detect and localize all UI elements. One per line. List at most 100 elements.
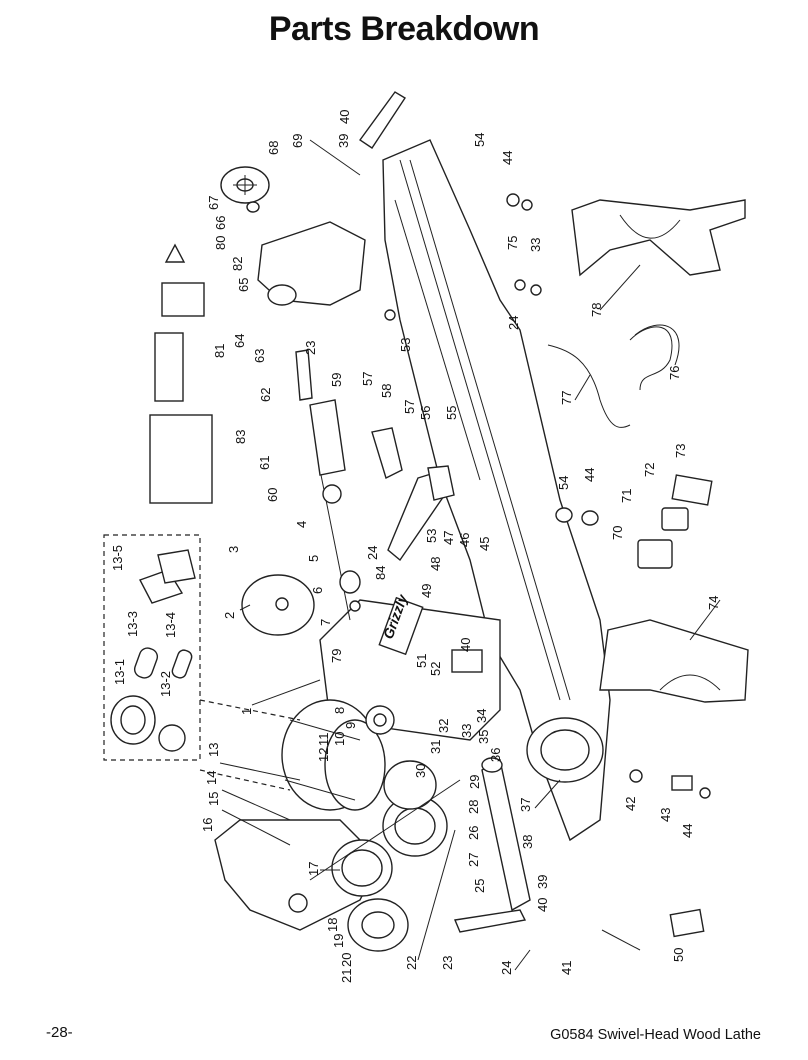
callout-15: 15 bbox=[206, 792, 221, 806]
headstock: Grizzly bbox=[319, 591, 501, 741]
callout-7: 7 bbox=[318, 619, 333, 626]
callout-48: 48 bbox=[428, 557, 443, 571]
callout-55: 55 bbox=[444, 406, 459, 420]
spindle bbox=[319, 469, 361, 621]
callout-76: 76 bbox=[667, 366, 682, 380]
callout-32: 32 bbox=[436, 719, 451, 733]
callout-70: 70 bbox=[610, 526, 625, 540]
callout-61: 61 bbox=[257, 456, 272, 470]
callout-2: 2 bbox=[222, 612, 237, 619]
mounting-bar bbox=[359, 91, 406, 149]
callout-81: 81 bbox=[212, 344, 227, 358]
callout-24: 24 bbox=[499, 961, 514, 975]
callout-5: 5 bbox=[306, 555, 321, 562]
callout-19: 19 bbox=[331, 934, 346, 948]
callout-74: 74 bbox=[706, 596, 721, 610]
callout-21: 21 bbox=[339, 969, 354, 983]
belt-guard bbox=[257, 221, 366, 306]
callout-49: 49 bbox=[419, 584, 434, 598]
warning-labels bbox=[149, 243, 213, 504]
callout-83: 83 bbox=[233, 430, 248, 444]
callout-36: 36 bbox=[488, 748, 503, 762]
motor-mount-plate bbox=[214, 819, 381, 931]
callout-34: 34 bbox=[474, 709, 489, 723]
callout-23: 23 bbox=[440, 956, 455, 970]
callout-20: 20 bbox=[339, 953, 354, 967]
callout-27: 27 bbox=[466, 853, 481, 867]
callout-22: 22 bbox=[404, 956, 419, 970]
callout-40-mid: 40 bbox=[458, 638, 473, 652]
callout-69: 69 bbox=[290, 134, 305, 148]
callout-42: 42 bbox=[623, 797, 638, 811]
callout-84: 84 bbox=[373, 566, 388, 580]
callout-43: 43 bbox=[658, 808, 673, 822]
page-title: Parts Breakdown bbox=[268, 10, 540, 48]
callout-8: 8 bbox=[332, 707, 347, 714]
callout-62: 62 bbox=[258, 388, 273, 402]
manual-model-title: G0584 Swivel-Head Wood Lathe bbox=[550, 1027, 761, 1043]
callout-13-2: 13-2 bbox=[158, 671, 173, 697]
callout-31: 31 bbox=[428, 740, 443, 754]
callout-39: 39 bbox=[535, 875, 550, 889]
callout-33-top: 33 bbox=[528, 238, 543, 252]
callout-33: 33 bbox=[459, 724, 474, 738]
callout-58: 58 bbox=[379, 384, 394, 398]
callout-46: 46 bbox=[457, 533, 472, 547]
callout-59: 59 bbox=[329, 373, 344, 387]
callout-78: 78 bbox=[589, 303, 604, 317]
callout-73: 73 bbox=[673, 444, 688, 458]
callout-57-b: 57 bbox=[402, 400, 417, 414]
lathe-bed bbox=[382, 139, 611, 842]
callout-65: 65 bbox=[236, 278, 251, 292]
callout-38: 38 bbox=[520, 835, 535, 849]
callout-10: 10 bbox=[332, 732, 347, 746]
callout-44-mid: 44 bbox=[582, 468, 597, 482]
callout-75: 75 bbox=[505, 236, 520, 250]
callout-77: 77 bbox=[559, 391, 574, 405]
page-number: -28- bbox=[46, 1024, 73, 1041]
callout-66: 66 bbox=[213, 216, 228, 230]
callout-53-top: 53 bbox=[398, 338, 413, 352]
callout-40-top: 40 bbox=[337, 110, 352, 124]
callout-47: 47 bbox=[441, 531, 456, 545]
callout-72: 72 bbox=[642, 463, 657, 477]
callout-4: 4 bbox=[294, 521, 309, 528]
tailstock bbox=[417, 757, 531, 961]
callout-9: 9 bbox=[343, 722, 358, 729]
part-callouts: 1 2 3 4 5 6 7 8 9 10 11 12 13 13-1 13-2 … bbox=[110, 110, 721, 983]
callout-17: 17 bbox=[306, 862, 321, 876]
callout-14: 14 bbox=[204, 771, 219, 785]
legs bbox=[571, 199, 749, 703]
callout-54: 54 bbox=[472, 133, 487, 147]
callout-39-top: 39 bbox=[336, 134, 351, 148]
callout-13: 13 bbox=[206, 743, 221, 757]
callout-13-1: 13-1 bbox=[112, 659, 127, 685]
callout-79: 79 bbox=[329, 649, 344, 663]
callout-6: 6 bbox=[310, 587, 325, 594]
callout-11: 11 bbox=[316, 733, 331, 747]
electrical-parts bbox=[547, 324, 713, 569]
callout-18: 18 bbox=[325, 918, 340, 932]
callout-67: 67 bbox=[206, 196, 221, 210]
callout-28: 28 bbox=[466, 800, 481, 814]
callout-71: 71 bbox=[619, 489, 634, 503]
callout-24-mid: 24 bbox=[365, 546, 380, 560]
callout-13-3: 13-3 bbox=[125, 611, 140, 637]
callout-41: 41 bbox=[559, 961, 574, 975]
callout-80: 80 bbox=[213, 236, 228, 250]
callout-68: 68 bbox=[266, 141, 281, 155]
callout-12: 12 bbox=[316, 748, 331, 762]
callout-52: 52 bbox=[428, 662, 443, 676]
callout-40: 40 bbox=[535, 898, 550, 912]
callout-3: 3 bbox=[226, 546, 241, 553]
callout-29: 29 bbox=[467, 775, 482, 789]
callout-24-top: 24 bbox=[506, 316, 521, 330]
handwheel bbox=[220, 166, 270, 213]
callout-45: 45 bbox=[477, 537, 492, 551]
callout-60: 60 bbox=[265, 488, 280, 502]
callout-57: 57 bbox=[360, 372, 375, 386]
callout-16: 16 bbox=[200, 818, 215, 832]
motor-subassembly-box bbox=[103, 534, 201, 761]
callout-25: 25 bbox=[472, 879, 487, 893]
leader-lines bbox=[219, 139, 721, 971]
